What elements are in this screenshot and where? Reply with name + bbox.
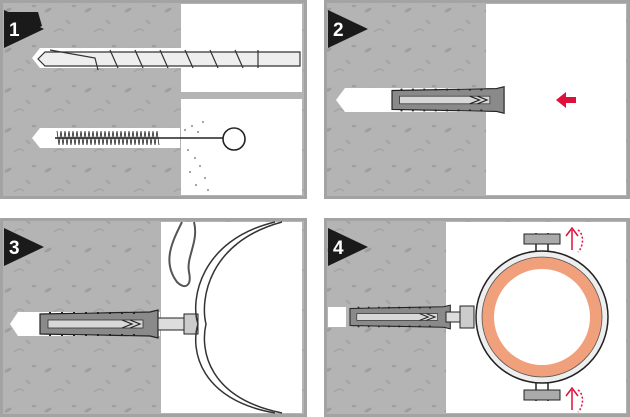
step-1-panel: 1 — [0, 0, 307, 199]
drill-bit-icon — [37, 49, 301, 71]
step-number: 1 — [9, 20, 20, 41]
dust-particles — [184, 121, 209, 191]
step-number: 2 — [333, 20, 344, 41]
step-2-panel: 2 — [324, 0, 630, 199]
wall-plug-icon — [391, 85, 506, 115]
step-number: 4 — [333, 238, 344, 259]
pipe-clamp-icon — [475, 233, 609, 401]
step-4-panel: 4 — [324, 218, 630, 417]
cleaning-brush-icon — [55, 127, 246, 151]
pipe-clamp-icon — [168, 221, 283, 414]
step-3-panel: 3 — [0, 218, 307, 417]
step-number: 3 — [9, 238, 20, 259]
wall-plug-icon — [39, 309, 159, 339]
push-arrow-icon — [556, 92, 576, 108]
wall-plug-icon — [349, 304, 452, 330]
rotate-arrow-icon — [565, 226, 584, 413]
